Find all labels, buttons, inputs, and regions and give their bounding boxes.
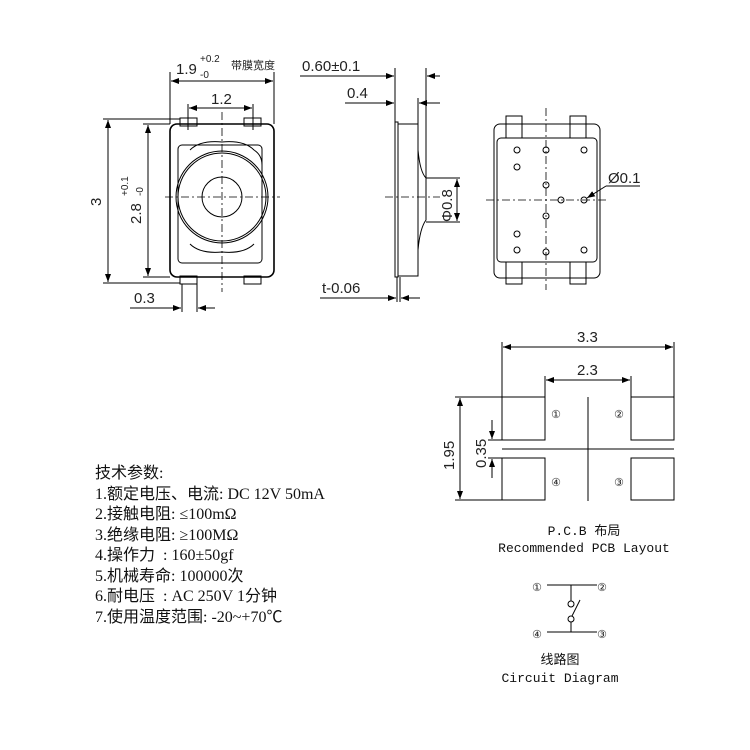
vent-holes <box>513 146 588 256</box>
pad-label-1: ① <box>551 408 561 421</box>
plunger-dia-dim: Φ0.8 <box>439 189 456 222</box>
pcb-height-dim: 1.95 <box>441 441 458 470</box>
pad-label-4: ④ <box>551 476 561 489</box>
front-width-dim: 1.9 <box>176 61 197 78</box>
pad-label-3: ③ <box>614 476 624 489</box>
bottom-view: Ø0.1 <box>486 108 641 290</box>
pcb-title-cn: P.C.B 布局 <box>548 524 621 539</box>
height-dim: 3 <box>88 198 105 206</box>
pcb-layout: ① ② ④ ③ 3.3 2.3 1.95 0.35 P.C.B 布局 Recom… <box>441 329 675 556</box>
body-height-tol-minus: -0 <box>135 187 146 196</box>
spec-item: 4.操作力 : 160±50gf <box>95 547 234 564</box>
pcb-title-en: Recommended PCB Layout <box>498 541 670 556</box>
spec-item: 5.机械寿命: 100000次 <box>95 567 244 585</box>
pcb-gap-dim: 2.3 <box>577 362 598 379</box>
spec-item: 3.绝缘电阻: ≥100MΩ <box>95 526 239 544</box>
front-width-tol-plus: +0.2 <box>200 54 220 65</box>
side-view: 0.60±0.1 0.4 Φ0.8 t-0.06 <box>300 58 460 302</box>
circuit-title-cn: 线路图 <box>540 652 579 668</box>
circuit-pin-3: ③ <box>597 628 607 641</box>
tech-specs: 技术参数: 1.额定电压、电流: DC 12V 50mA 2.接触电阻: ≤10… <box>95 464 325 628</box>
circuit-pin-2: ② <box>597 581 607 594</box>
circuit-diagram: ① ② ④ ③ 线路图 Circuit Diagram <box>501 581 618 686</box>
body-height-dim: 2.8 <box>128 203 145 224</box>
pad-4 <box>501 457 546 501</box>
front-width-note: 带膜宽度 <box>231 58 275 72</box>
front-width-tol-minus: -0 <box>200 70 209 81</box>
pad-label-2: ② <box>614 408 624 421</box>
pad-1 <box>501 396 546 441</box>
circuit-title-en: Circuit Diagram <box>501 671 618 686</box>
circuit-pin-1: ① <box>532 581 542 594</box>
hole-dia-dim: Ø0.1 <box>608 170 641 187</box>
pcb-width-dim: 3.3 <box>577 329 598 346</box>
body-height-tol-plus: +0.1 <box>120 176 131 196</box>
spec-item: 1.额定电压、电流: DC 12V 50mA <box>95 485 325 503</box>
film-thickness-dim: t-0.06 <box>322 280 360 297</box>
circuit-pin-4: ④ <box>532 628 542 641</box>
pad-3 <box>630 457 675 501</box>
front-view: 1.9 +0.2 -0 带膜宽度 1.2 3 2.8 +0.1 -0 0.3 <box>88 54 280 312</box>
spec-item: 6.耐电压 : AC 250V 1分钟 <box>95 588 277 605</box>
pad-gap-dim: 0.35 <box>473 439 490 468</box>
pin-width-dim: 0.3 <box>134 290 155 307</box>
body-thickness-dim: 0.4 <box>347 85 368 102</box>
spec-item: 7.使用温度范围: -20~+70℃ <box>95 608 283 626</box>
pad-2 <box>630 396 675 441</box>
pin-pitch-dim: 1.2 <box>211 91 232 108</box>
specs-title: 技术参数: <box>95 465 164 482</box>
thickness-dim: 0.60±0.1 <box>302 58 360 75</box>
spec-item: 2.接触电阻: ≤100mΩ <box>95 506 237 523</box>
